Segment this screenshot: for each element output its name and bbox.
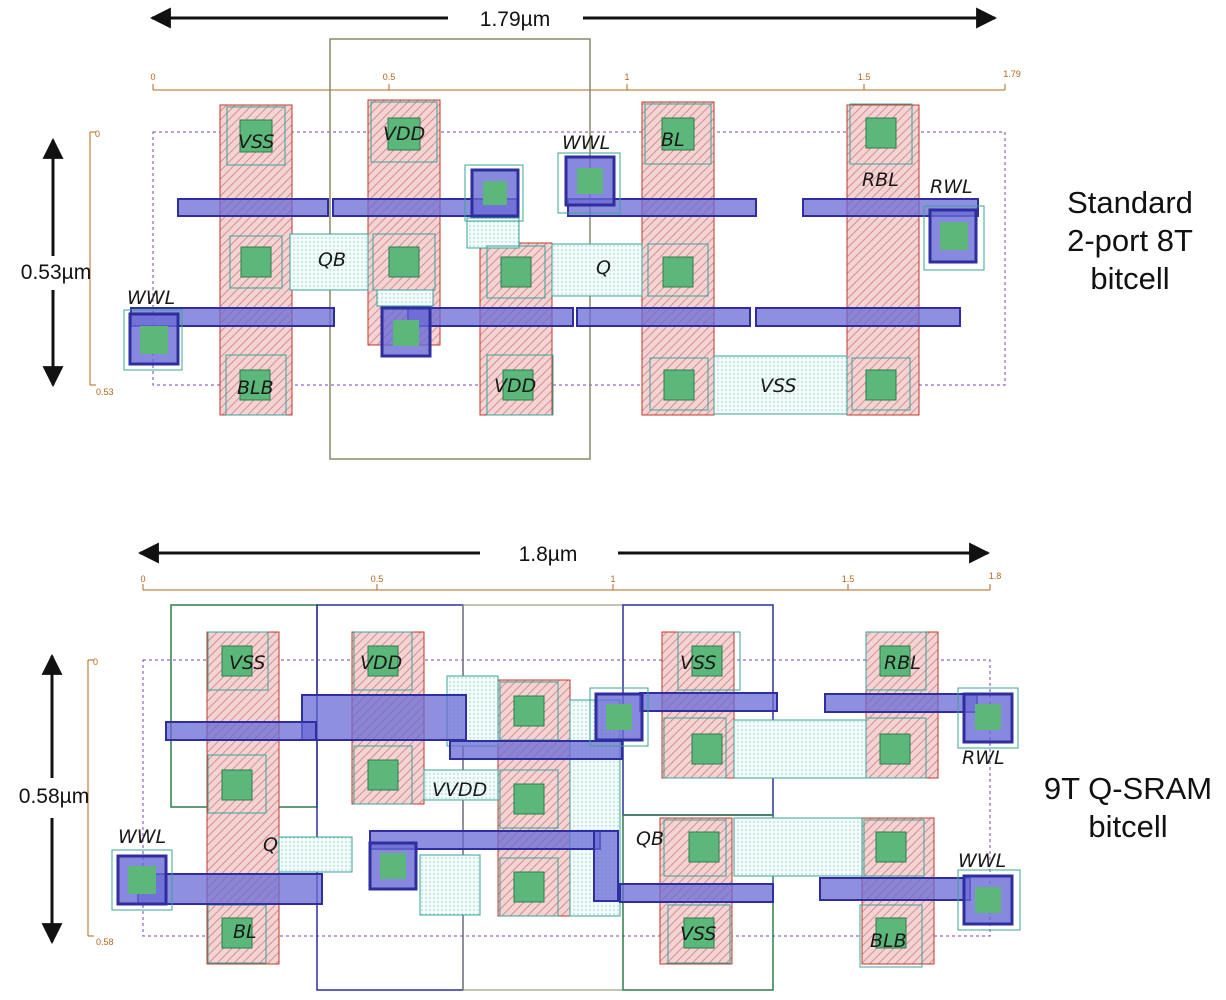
cell-9t-qsram: 1.8µm 0 0.5 1 1.5 1.8 0 0.58 0.58µm (19, 542, 1021, 991)
cell-name-line: bitcell (1090, 261, 1170, 296)
label-wwl: WWL (562, 132, 610, 154)
x-tick-label: 1.5 (858, 72, 871, 82)
metal-lines-9t (111, 687, 1021, 931)
x-tick-label: 0 (140, 574, 145, 584)
width-dimension-9t: 1.8µm (137, 542, 991, 566)
contacts-8t (225, 101, 913, 416)
width-label-9t: 1.8µm (519, 543, 578, 566)
label-bl: BL (233, 921, 257, 943)
y-ruler-8t: 0 0.53 (89, 129, 114, 397)
label-rwl: RWL (930, 176, 973, 198)
label-wwl-left: WWL (127, 287, 175, 309)
x-tick-label: 1.8 (989, 571, 1002, 581)
cell-name-8t: Standard 2-port 8T bitcell (1040, 184, 1220, 298)
label-bl: BL (661, 129, 685, 151)
cell-name-line: 2-port 8T (1067, 223, 1193, 258)
label-q: Q (596, 257, 611, 279)
height-dimension-8t: 0.53µm (21, 137, 91, 388)
label-wwl-left: WWL (118, 826, 166, 848)
y-tick-label: 0 (93, 657, 98, 667)
y-tick-label: 0.58 (96, 937, 114, 947)
label-rbl: RBL (862, 169, 899, 191)
cell-name-line: Standard (1067, 185, 1193, 220)
signal-labels-9t: VSS VDD VSS RBL RWL VVDD WWL Q QB WWL BL… (118, 652, 1006, 952)
x-ruler-9t: 0 0.5 1 1.5 1.8 (140, 571, 1002, 591)
label-qb: QB (318, 249, 346, 271)
y-tick-label: 0 (95, 129, 100, 139)
height-label-8t: 0.53µm (21, 261, 91, 284)
label-vdd: VDD (383, 123, 425, 145)
label-vdd-bottom: VDD (494, 375, 536, 397)
width-dimension-8t: 1.79µm (149, 7, 998, 31)
label-rbl: RBL (884, 652, 921, 674)
height-label-9t: 0.58µm (19, 785, 89, 808)
x-ruler-8t: 0 0.5 1 1.5 1.79 (150, 69, 1021, 91)
x-tick-label: 0.5 (371, 574, 384, 584)
label-vdd: VDD (360, 652, 402, 674)
height-dimension-9t: 0.58µm (19, 653, 89, 945)
cell-name-line: 9T Q-SRAM (1043, 771, 1213, 806)
contacts-9t (207, 631, 927, 968)
label-qb: QB (636, 828, 664, 850)
label-blb: BLB (237, 377, 274, 399)
cell-name-line: bitcell (1088, 809, 1168, 844)
signal-labels-8t: VSS VDD WWL BL RBL RWL QB Q WWL BLB VDD … (127, 123, 973, 399)
metal-lines-8t (123, 152, 985, 371)
cell-name-9t: 9T Q-SRAM bitcell (1030, 770, 1226, 846)
label-blb: BLB (870, 930, 907, 952)
width-label-8t: 1.79µm (480, 8, 550, 31)
label-vvdd: VVDD (432, 779, 487, 801)
x-tick-label: 1 (624, 72, 629, 82)
y-ruler-9t: 0 0.58 (87, 657, 114, 947)
label-q: Q (263, 834, 278, 856)
x-tick-label: 1.79 (1003, 69, 1021, 79)
label-vss: VSS (238, 131, 274, 153)
x-tick-label: 1 (610, 574, 615, 584)
y-tick-label: 0.53 (96, 387, 114, 397)
label-vss-bottom: VSS (680, 923, 716, 945)
label-wwl-right: WWL (958, 850, 1006, 872)
cell-boundary (152, 131, 1006, 386)
label-vss: VSS (229, 652, 265, 674)
cell-boundary (142, 659, 991, 937)
x-tick-label: 0.5 (383, 72, 396, 82)
label-vss-right: VSS (680, 652, 716, 674)
label-vss-bottom: VSS (760, 375, 796, 397)
label-rwl: RWL (962, 747, 1005, 769)
x-tick-label: 1.5 (842, 574, 855, 584)
cell-8t: 1.79µm 0 0.5 1 1.5 1.79 0 0.53 (21, 7, 1021, 460)
x-tick-label: 0 (150, 72, 155, 82)
diffusion-8t (289, 217, 848, 415)
